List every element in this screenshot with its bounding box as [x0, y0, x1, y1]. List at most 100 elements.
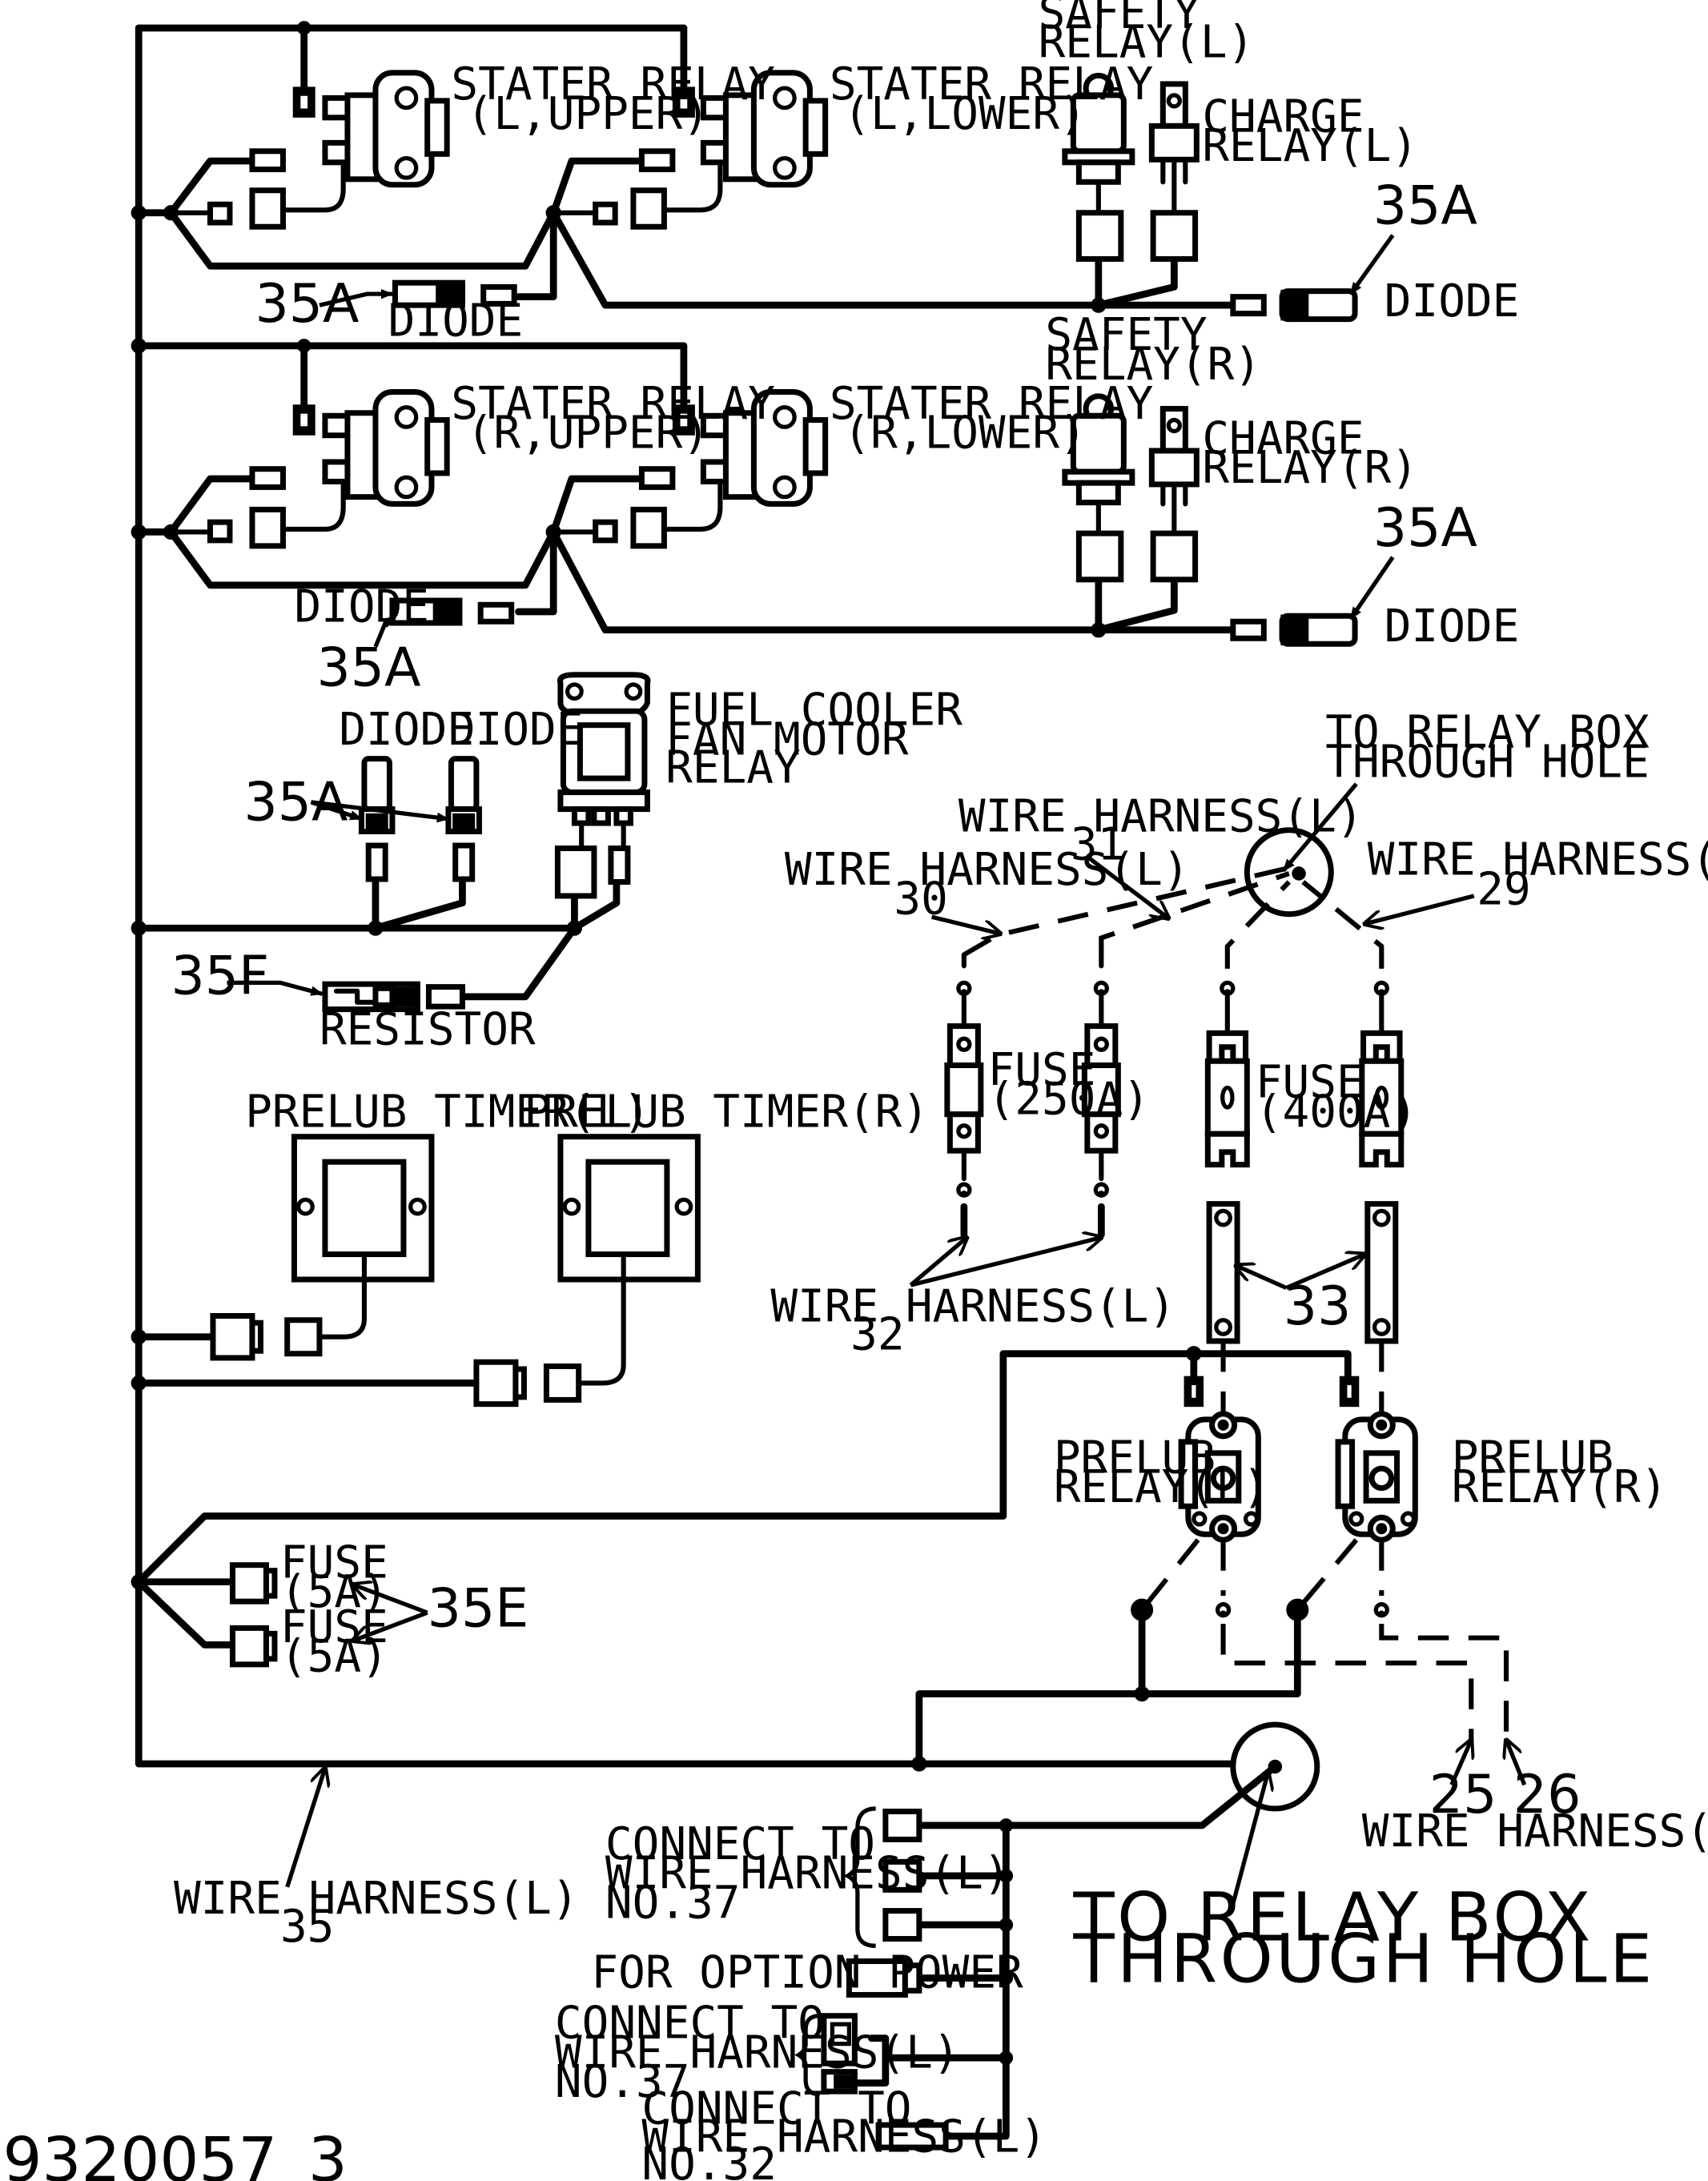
stater-relay-l-lower-icon — [593, 70, 829, 230]
fuel-cooler-relay-icon — [554, 672, 651, 899]
fuse-5a-group — [135, 1346, 1352, 1668]
fuse-harness-group — [911, 827, 1509, 1772]
resistor-35f-icon — [322, 981, 465, 1013]
label-wh30-2: 30 — [894, 874, 947, 926]
charge-relay-l-icon — [1148, 81, 1200, 262]
label-charge-relay-l-2: RELAY(L) — [1202, 120, 1418, 172]
safety-relay-l-icon — [1062, 72, 1135, 262]
stater-relay-l-upper-icon — [207, 70, 450, 230]
label-fuse-5a-1b: (5A) — [280, 1566, 388, 1618]
part-33-busbar-icon — [1206, 1201, 1399, 1344]
label-connect32-2: WIRE HARNESS(L) — [641, 2111, 1047, 2163]
diode-35a-safety-l-icon — [1230, 288, 1358, 323]
label-connect32-1: CONNECT TO — [641, 2083, 911, 2135]
label-wh-25-26: WIRE HARNESS(L) — [1362, 1805, 1708, 1858]
fuse-250a-right-icon — [1081, 980, 1121, 1239]
prelub-timer-r-icon — [473, 1134, 701, 1408]
stater-relay-r-upper-icon — [207, 389, 450, 549]
label-25: 25 — [1429, 1763, 1497, 1826]
label-fuel-cooler-1: FUEL COOLER — [665, 685, 963, 737]
label-35a-5: 35A — [243, 771, 348, 833]
label-fuse-400a-2: (400A) — [1256, 1086, 1417, 1138]
label-prelub-relay-r-2: RELAY(R) — [1452, 1461, 1668, 1513]
label-stater-relay-r-lower-2: (R,LOWER) — [843, 408, 1086, 460]
label-prelub-relay-l-1: PRELUB — [1054, 1432, 1216, 1484]
label-fuse-250a-1: FUSE — [988, 1044, 1096, 1096]
label-safety-relay-r-2: RELAY(R) — [1045, 339, 1261, 391]
label-35a-1: 35A — [1373, 175, 1477, 237]
label-stater-relay-r-lower-1: STATER RELAY — [830, 378, 1154, 430]
label-charge-relay-r-1: CHARGE — [1202, 413, 1364, 465]
label-26: 26 — [1513, 1763, 1581, 1826]
label-connect37a-2: WIRE HARNESS(L) — [605, 1848, 1011, 1900]
label-option-power: FOR OPTION POWER — [591, 1947, 1023, 1999]
label-fuel-cooler-3: RELAY — [665, 741, 801, 793]
fuse-400a-right-icon — [1359, 980, 1405, 1168]
label-wh35-2: 35 — [280, 1901, 334, 1953]
label-diode-2: DIODE — [388, 295, 524, 347]
label-diode-1: DIODE — [1384, 275, 1520, 327]
label-fuse-400a-1: FUSE — [1256, 1057, 1364, 1109]
leader-arrows — [227, 234, 1527, 1905]
label-wh29-2: 29 — [1477, 863, 1530, 915]
label-prelub-relay-l-2: RELAY(L) — [1054, 1461, 1270, 1513]
label-35e: 35E — [428, 1577, 529, 1640]
figure-id: 9320057_3 — [2, 2125, 347, 2181]
label-prelub-timer-l: PRELUB TIMER(L) — [245, 1086, 650, 1138]
prelub-relay-r-icon — [1335, 1376, 1418, 1543]
label-prelub-timer-r: PRELUB TIMER(R) — [524, 1086, 929, 1138]
label-relay-box-top-2: THROUGH HOLE — [1325, 736, 1650, 788]
label-33: 33 — [1284, 1275, 1352, 1337]
label-connect37b-3: NO.37 — [555, 2056, 690, 2108]
stater-relay-left-group — [135, 24, 1358, 323]
label-fuse-5a-1a: FUSE — [280, 1536, 388, 1589]
label-stater-relay-r-upper-2: (R,UPPER) — [467, 408, 709, 460]
label-diode-6: DIODE — [448, 704, 584, 756]
label-fuse-250a-2: (250A) — [988, 1074, 1150, 1126]
label-stater-relay-l-lower-1: STATER RELAY — [830, 58, 1154, 110]
prelub-timer-group — [210, 1134, 701, 1408]
label-stater-relay-l-lower-2: (L,LOWER) — [843, 88, 1086, 140]
label-fuse-5a-2b: (5A) — [280, 1631, 388, 1683]
label-stater-relay-l-upper-1: STATER RELAY — [451, 58, 775, 110]
main-trunk-wires — [135, 24, 1279, 1768]
label-safety-relay-l-2: RELAY(L) — [1039, 17, 1255, 69]
label-resistor: RESISTOR — [319, 1003, 536, 1055]
label-stater-relay-r-upper-1: STATER RELAY — [451, 378, 775, 430]
label-connect37b-1: CONNECT TO — [555, 1998, 825, 2050]
label-stater-relay-l-upper-2: (L,UPPER) — [467, 88, 709, 140]
label-fuse-5a-2a: FUSE — [280, 1601, 388, 1653]
label-diode-3: DIODE — [1384, 600, 1520, 653]
label-connect32-3: NO.32 — [641, 2139, 777, 2181]
label-diode-4: DIODE — [294, 580, 429, 633]
prelub-relay-l-icon — [1178, 1376, 1261, 1543]
label-charge-relay-l-1: CHARGE — [1202, 90, 1364, 143]
label-35a-4: 35A — [316, 637, 420, 699]
stater-relay-r-lower-icon — [593, 389, 829, 549]
label-wh30-1: WIRE HARNESS(L) — [785, 844, 1190, 896]
stater-relay-right-group — [135, 342, 1358, 647]
label-relay-box-bottom-2: THROUGH HOLE — [1072, 1920, 1654, 1998]
label-safety-relay-r-1: SAFETY — [1045, 309, 1207, 361]
safety-relay-r-icon — [1062, 393, 1135, 583]
charge-relay-r-icon — [1148, 406, 1200, 583]
label-35a-2: 35A — [255, 272, 359, 335]
prelub-timer-l-icon — [210, 1134, 435, 1361]
label-connect37a-3: NO.37 — [605, 1877, 741, 1929]
label-wh35-1: WIRE HARNESS(L) — [174, 1873, 579, 1925]
label-diode-5: DIODE — [339, 704, 474, 756]
diode-35a-right-icon — [389, 597, 515, 626]
label-wh29-1: WIRE HARNESS(L) — [1368, 834, 1708, 886]
label-prelub-relay-r-1: PRELUB — [1452, 1432, 1614, 1484]
label-35f: 35F — [171, 944, 269, 1006]
fuse-400a-left-icon — [1204, 980, 1250, 1168]
label-relay-box-top-1: TO RELAY BOX — [1325, 707, 1650, 759]
label-wh32-1: WIRE HARNESS(L) — [770, 1281, 1176, 1333]
label-wh32-2: 32 — [850, 1308, 904, 1360]
label-connect37b-2: WIRE HARNESS(L) — [555, 2026, 960, 2079]
label-relay-box-bottom-1: TO RELAY BOX — [1072, 1878, 1593, 1956]
diode-35a-left-icon — [392, 279, 517, 308]
label-fuel-cooler-2: FAN MOTOR — [665, 713, 909, 765]
